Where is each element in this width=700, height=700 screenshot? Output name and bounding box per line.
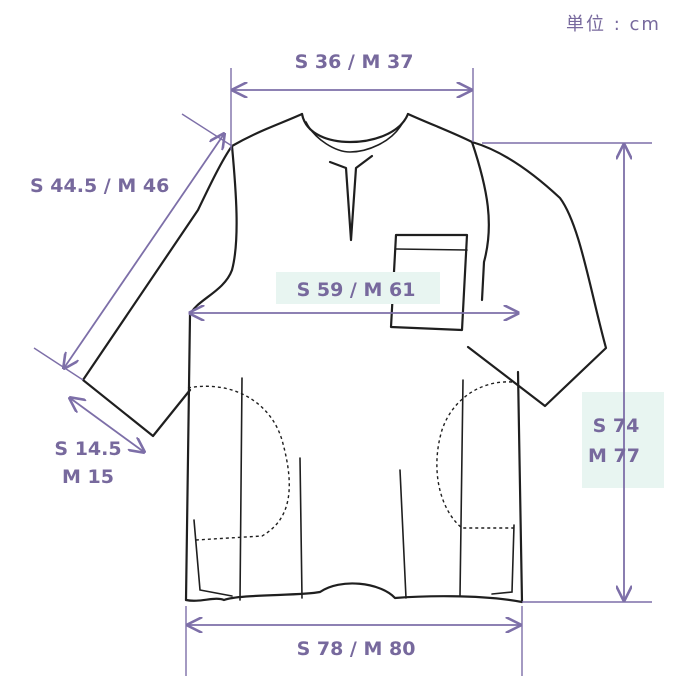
front-seam-right-2 <box>459 379 464 597</box>
chest-label-background <box>276 272 440 304</box>
right-armhole <box>470 140 490 302</box>
right-slit <box>491 524 515 595</box>
sleeve-measurement: S 44.5 / M 46 <box>30 175 169 197</box>
hem-line <box>184 582 524 604</box>
left-body-side <box>184 144 238 602</box>
sleeve-dimension: S 44.5 / M 46 <box>30 113 233 381</box>
front-seam-right-1 <box>399 469 407 599</box>
right-hidden-pocket <box>436 381 516 529</box>
left-slit <box>193 519 233 597</box>
hem-measurement: S 78 / M 80 <box>297 638 416 660</box>
shoulder-line <box>230 112 474 148</box>
front-seam-left-1 <box>239 377 243 601</box>
right-body-side <box>516 370 524 604</box>
hem-dimension: S 78 / M 80 <box>185 606 523 676</box>
length-measurement-m: M 77 <box>588 445 640 467</box>
chest-dimension: S 59 / M 61 <box>190 279 518 313</box>
length-label-background <box>582 392 664 488</box>
front-seam-left-2 <box>299 457 303 599</box>
cuff-measurement-m: M 15 <box>62 466 114 488</box>
length-dimension: S 74 M 77 <box>482 142 652 603</box>
left-hidden-pocket <box>187 385 290 541</box>
shoulder-dimension: S 36 / M 37 <box>230 51 474 150</box>
cuff-measurement-s: S 14.5 <box>54 438 121 460</box>
shirt-outline <box>81 112 608 604</box>
chest-measurement: S 59 / M 61 <box>297 279 416 301</box>
right-sleeve <box>466 140 608 408</box>
neckline-inner <box>305 121 404 153</box>
length-measurement-s: S 74 <box>593 415 640 437</box>
unit-label: 単位 : cm <box>566 14 661 35</box>
shoulder-measurement: S 36 / M 37 <box>295 51 414 73</box>
neck-slit <box>328 154 374 242</box>
cuff-dimension: S 14.5 M 15 <box>54 398 144 488</box>
chest-pocket-flap <box>395 248 468 251</box>
